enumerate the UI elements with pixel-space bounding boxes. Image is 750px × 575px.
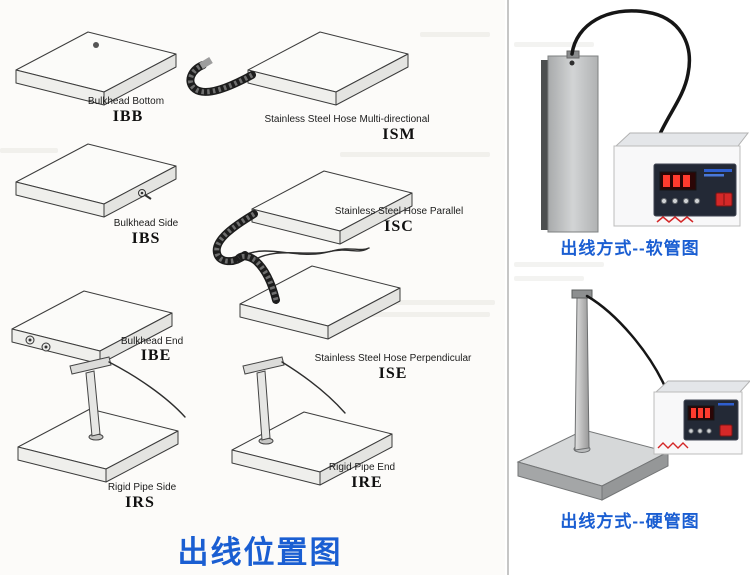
generator-logo <box>704 174 724 177</box>
scan-bleed-artifact <box>0 148 58 153</box>
power-switch <box>719 424 733 437</box>
led-digit <box>683 175 690 187</box>
figure-bulkhead-side: Bulkhead Side IBS <box>15 143 179 247</box>
outlet-position-diagram: Bulkhead Bottom IBB Stainless Steel Hose… <box>0 31 495 511</box>
flexible-hose <box>212 210 258 266</box>
end-gland-dot <box>44 345 48 349</box>
figure-code: IRE <box>351 474 382 491</box>
figure-bulkhead-end: Bulkhead End IBE <box>11 290 183 365</box>
figure-code: IBS <box>132 230 161 247</box>
rigid-pipe <box>574 295 590 451</box>
scan-bleed-artifact <box>514 262 604 267</box>
cable-tail <box>108 361 186 418</box>
pipe-head <box>69 356 112 375</box>
plate-front-right-face <box>601 451 669 501</box>
pipe-top-fitting <box>571 289 593 299</box>
figure-rigid-pipe-end: Rigid Pipe End IRE <box>231 356 395 491</box>
box-front-right-face <box>319 433 393 486</box>
figure-label: Stainless Steel Hose Parallel <box>335 206 463 217</box>
panel-knob <box>693 197 701 205</box>
figure-code: ISC <box>384 218 414 235</box>
vertical-transducer-plate <box>547 55 599 233</box>
pipe-head <box>242 356 285 375</box>
figure-label: Rigid Pipe End <box>329 462 395 473</box>
panel-knob <box>660 197 668 205</box>
panel-knob <box>697 428 703 434</box>
side-gland-dot <box>140 191 144 195</box>
rigid-pipe-photo <box>516 289 750 501</box>
plate-edge <box>541 60 548 230</box>
box-front-right-face <box>327 287 401 340</box>
panel-knob <box>688 428 694 434</box>
generator-top <box>654 380 750 393</box>
figure-hose-parallel: Stainless Steel Hose Parallel ISC <box>212 170 463 266</box>
ultrasonic-generator <box>613 132 750 227</box>
panel-knob <box>682 197 690 205</box>
figure-label: Bulkhead End <box>121 336 183 347</box>
hose-ferrule <box>199 56 213 70</box>
scan-bleed-artifact <box>420 32 490 37</box>
led-digit <box>705 408 710 418</box>
figure-label: Bulkhead Bottom <box>88 96 164 107</box>
figure-code: IBE <box>141 347 172 364</box>
figure-code: IRS <box>125 494 155 511</box>
panel-knob <box>706 428 712 434</box>
photo-panel <box>510 0 750 575</box>
figure-code: ISM <box>382 126 415 143</box>
wave-decoration <box>656 216 694 223</box>
figure-label: Bulkhead Side <box>114 218 179 229</box>
scan-bleed-artifact <box>514 276 584 281</box>
cable-tail <box>281 361 346 414</box>
panel-divider <box>507 0 509 575</box>
box-front-right-face <box>339 192 413 245</box>
generator-logo <box>718 403 734 406</box>
side-gland-stub <box>144 194 152 200</box>
end-gland-dot <box>28 338 32 342</box>
scan-bleed-artifact <box>514 42 594 47</box>
led-digit <box>698 408 703 418</box>
figure-rigid-pipe-side: Rigid Pipe Side IRS <box>17 356 186 511</box>
led-digit <box>663 175 670 187</box>
box-front-right-face <box>103 53 177 106</box>
panel-knob <box>671 197 679 205</box>
flexible-hose-photo <box>541 9 750 233</box>
hose-braid-texture <box>237 253 279 301</box>
rigid-pipe <box>256 370 271 441</box>
figure-label: Stainless Steel Hose Multi-directional <box>264 114 429 125</box>
box-front-right-face <box>105 430 179 483</box>
figure-code: IBB <box>113 108 144 125</box>
rigid-pipe-caption: 出线方式--硬管图 <box>560 512 700 531</box>
cable-tail <box>255 247 370 260</box>
figure-hose-multidirectional: Stainless Steel Hose Multi-directional I… <box>186 31 430 143</box>
diagram-title: 出线位置图 <box>177 535 343 570</box>
ultrasonic-generator <box>653 380 750 455</box>
generator-top <box>614 132 750 147</box>
bottom-gland-mark <box>93 42 99 48</box>
flexible-cable <box>570 9 691 136</box>
hose-braid-texture <box>187 62 254 95</box>
figure-code: ISE <box>379 365 408 382</box>
led-digit <box>673 175 680 187</box>
box-front-right-face <box>335 53 409 106</box>
figure-label: Stainless Steel Hose Perpendicular <box>315 353 472 364</box>
scan-bleed-artifact <box>340 152 490 157</box>
plate-bolt <box>569 60 575 66</box>
figure-bulkhead-bottom: Bulkhead Bottom IBB <box>15 31 177 125</box>
figure-hose-perpendicular: Stainless Steel Hose Perpendicular ISE <box>235 247 472 382</box>
rigid-pipe <box>85 370 101 437</box>
flexible-hose-caption: 出线方式--软管图 <box>560 239 700 258</box>
wave-decoration <box>657 442 689 449</box>
figure-label: Rigid Pipe Side <box>108 482 177 493</box>
generator-logo <box>704 169 732 172</box>
cable <box>585 294 669 393</box>
led-digit <box>691 408 696 418</box>
